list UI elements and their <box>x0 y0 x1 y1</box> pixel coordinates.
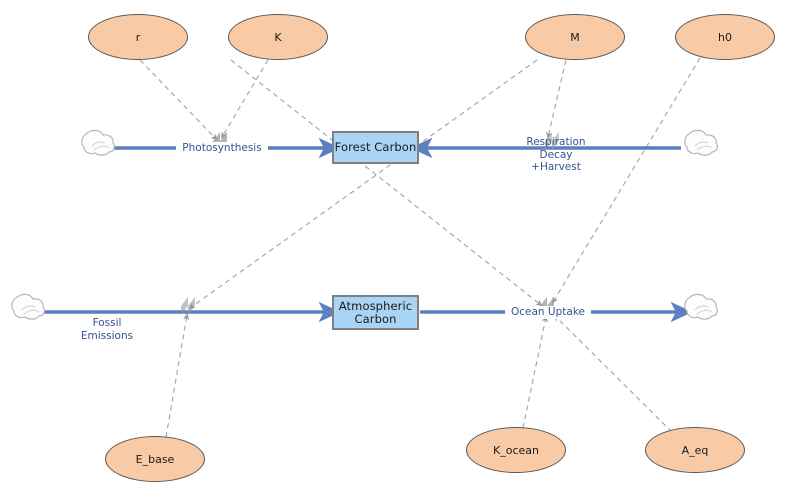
flow-label-fossil-emissions[interactable]: Fossil Emissions <box>80 317 134 342</box>
param-K[interactable]: K <box>228 14 328 60</box>
cloud-sink-ocean-uptake <box>684 293 718 320</box>
cloud-swirl-2 <box>694 141 713 151</box>
stock-atmospheric-carbon-label: Atmospheric Carbon <box>338 298 413 326</box>
param-A-eq-label: A_eq <box>681 443 709 457</box>
cloud-group <box>11 129 718 320</box>
cloud-swirl-1 <box>91 141 110 151</box>
flow-label-photosynthesis[interactable]: Photosynthesis <box>176 142 268 155</box>
stock-atmospheric-carbon[interactable]: Atmospheric Carbon <box>332 295 419 330</box>
cloud-swirl-group <box>21 141 713 315</box>
param-E-base[interactable]: E_base <box>105 436 205 482</box>
cloud-source-respiration <box>684 129 718 156</box>
influence-link-group <box>139 57 701 438</box>
param-h0[interactable]: h0 <box>675 14 775 60</box>
param-M[interactable]: M <box>525 14 625 60</box>
param-K-ocean[interactable]: K_ocean <box>466 427 566 473</box>
influence-link-K-photosynthesis <box>221 59 269 139</box>
param-h0-label: h0 <box>718 30 732 44</box>
valve-fossil-emissions[interactable] <box>181 297 195 315</box>
influence-link-r-photosynthesis <box>139 59 218 141</box>
valve-respiration[interactable] <box>545 132 559 150</box>
cloud-swirl-4 <box>694 305 713 315</box>
influence-link-h0-ocean-uptake <box>552 57 701 304</box>
influence-link-Aeq-ocean-uptake <box>553 314 673 433</box>
flow-label-ocean-uptake[interactable]: Ocean Uptake <box>505 306 591 319</box>
param-K-ocean-label: K_ocean <box>493 443 539 457</box>
influence-link-Ebase-fossil-emissions <box>165 313 190 438</box>
influence-link-Kocean-ocean-uptake <box>522 315 549 429</box>
param-r[interactable]: r <box>88 14 188 60</box>
param-M-label: M <box>570 30 580 44</box>
cloud-swirl-3 <box>21 305 40 315</box>
influence-link-cross-down-right <box>230 59 543 307</box>
stock-forest-carbon[interactable]: Forest Carbon <box>332 131 419 164</box>
param-r-label: r <box>135 30 141 44</box>
param-A-eq[interactable]: A_eq <box>645 427 745 473</box>
influence-link-cross-down-left <box>188 59 538 310</box>
influence-link-M-respiration <box>546 59 567 139</box>
cloud-source-photosynthesis <box>81 129 115 156</box>
flow-label-respiration-decay-harvest[interactable]: Respiration Decay +Harvest <box>526 136 586 173</box>
param-K-label: K <box>274 30 282 44</box>
stock-forest-carbon-label: Forest Carbon <box>334 140 417 154</box>
param-E-base-label: E_base <box>135 452 175 466</box>
cloud-source-fossil-emissions <box>11 293 45 320</box>
